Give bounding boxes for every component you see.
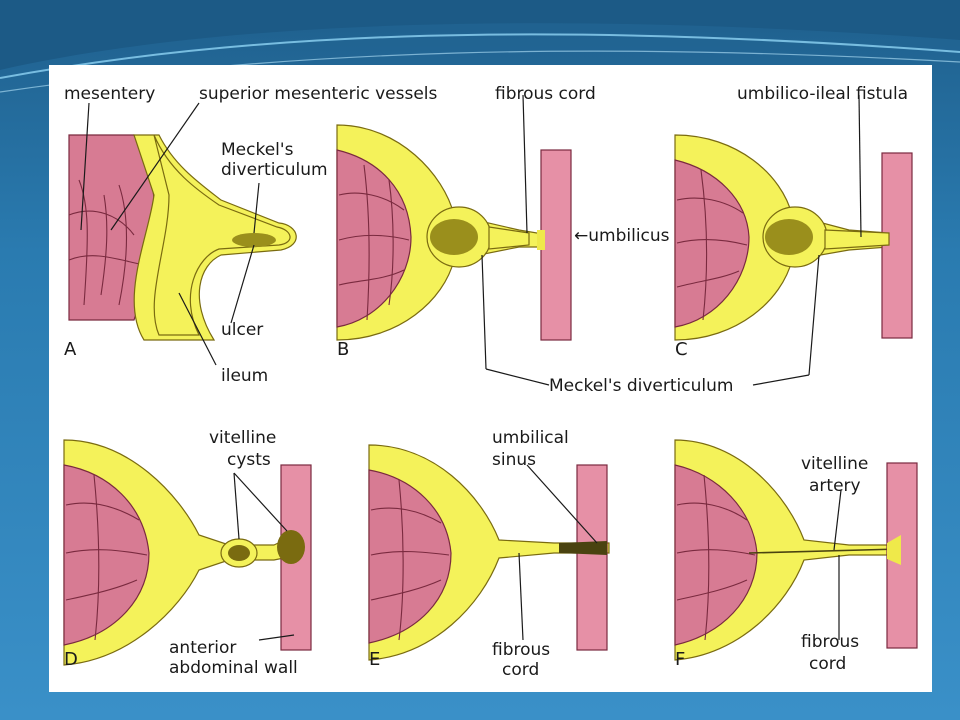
meckel-diverticulum-diagram: mesentery superior mesenteric vessels Me… [63, 84, 918, 680]
label-vitelline-d: vitelline [209, 428, 276, 448]
panel-e: umbilical sinus fibrous cord E [368, 428, 610, 680]
label-cysts: cysts [227, 450, 271, 470]
label-ileum: ileum [221, 366, 268, 386]
panel-b: fibrous cord ←umbilicus B [336, 84, 670, 370]
panel-letter-b: B [337, 339, 349, 360]
panel-letter-c: C [675, 339, 688, 360]
label-fibrous-e: fibrous [492, 640, 550, 660]
label-meckels-a-line1: Meckel's [221, 140, 294, 160]
label-fibrous-f: fibrous [801, 632, 859, 652]
label-fibrous-cord-b: fibrous cord [495, 84, 596, 104]
label-meckels-diverticulum-shared: Meckel's diverticulum [549, 376, 733, 396]
panel-letter-e: E [369, 649, 380, 670]
label-ulcer: ulcer [221, 320, 263, 340]
label-umbilico-ileal-fistula: umbilico-ileal fistula [737, 84, 908, 104]
panel-letter-a: A [64, 339, 77, 360]
label-superior-mesenteric-vessels: superior mesenteric vessels [199, 84, 438, 104]
label-cord-e: cord [502, 660, 539, 680]
panel-d: vitelline cysts anterior abdominal wall … [63, 428, 312, 678]
label-sinus: sinus [492, 450, 536, 470]
label-umbilicus: ←umbilicus [574, 226, 670, 246]
mesentery-cells-f [676, 474, 756, 641]
panel-f: vitelline artery fibrous cord F [674, 439, 918, 674]
panel-letter-d: D [64, 649, 78, 670]
label-cord-f: cord [809, 654, 846, 674]
figure-panel: mesentery superior mesenteric vessels Me… [49, 65, 932, 692]
mesentery-cells-d [65, 474, 148, 641]
panel-a: mesentery superior mesenteric vessels Me… [64, 84, 438, 386]
label-mesentery: mesentery [64, 84, 155, 104]
panel-c: umbilico-ileal fistula C [674, 84, 913, 376]
label-anterior: anterior [169, 638, 236, 658]
mesentery-cells-a [68, 179, 145, 306]
mesentery-cells-e [370, 479, 450, 641]
label-umbilical: umbilical [492, 428, 569, 448]
label-meckels-a-line2: diverticulum [221, 160, 328, 180]
label-artery: artery [809, 476, 861, 496]
label-abdominal-wall: abdominal wall [169, 658, 298, 678]
panel-letter-f: F [675, 649, 685, 670]
label-vitelline-f: vitelline [801, 454, 868, 474]
mesentery-cells-b [338, 164, 410, 321]
mesentery-cells-c [676, 169, 748, 321]
